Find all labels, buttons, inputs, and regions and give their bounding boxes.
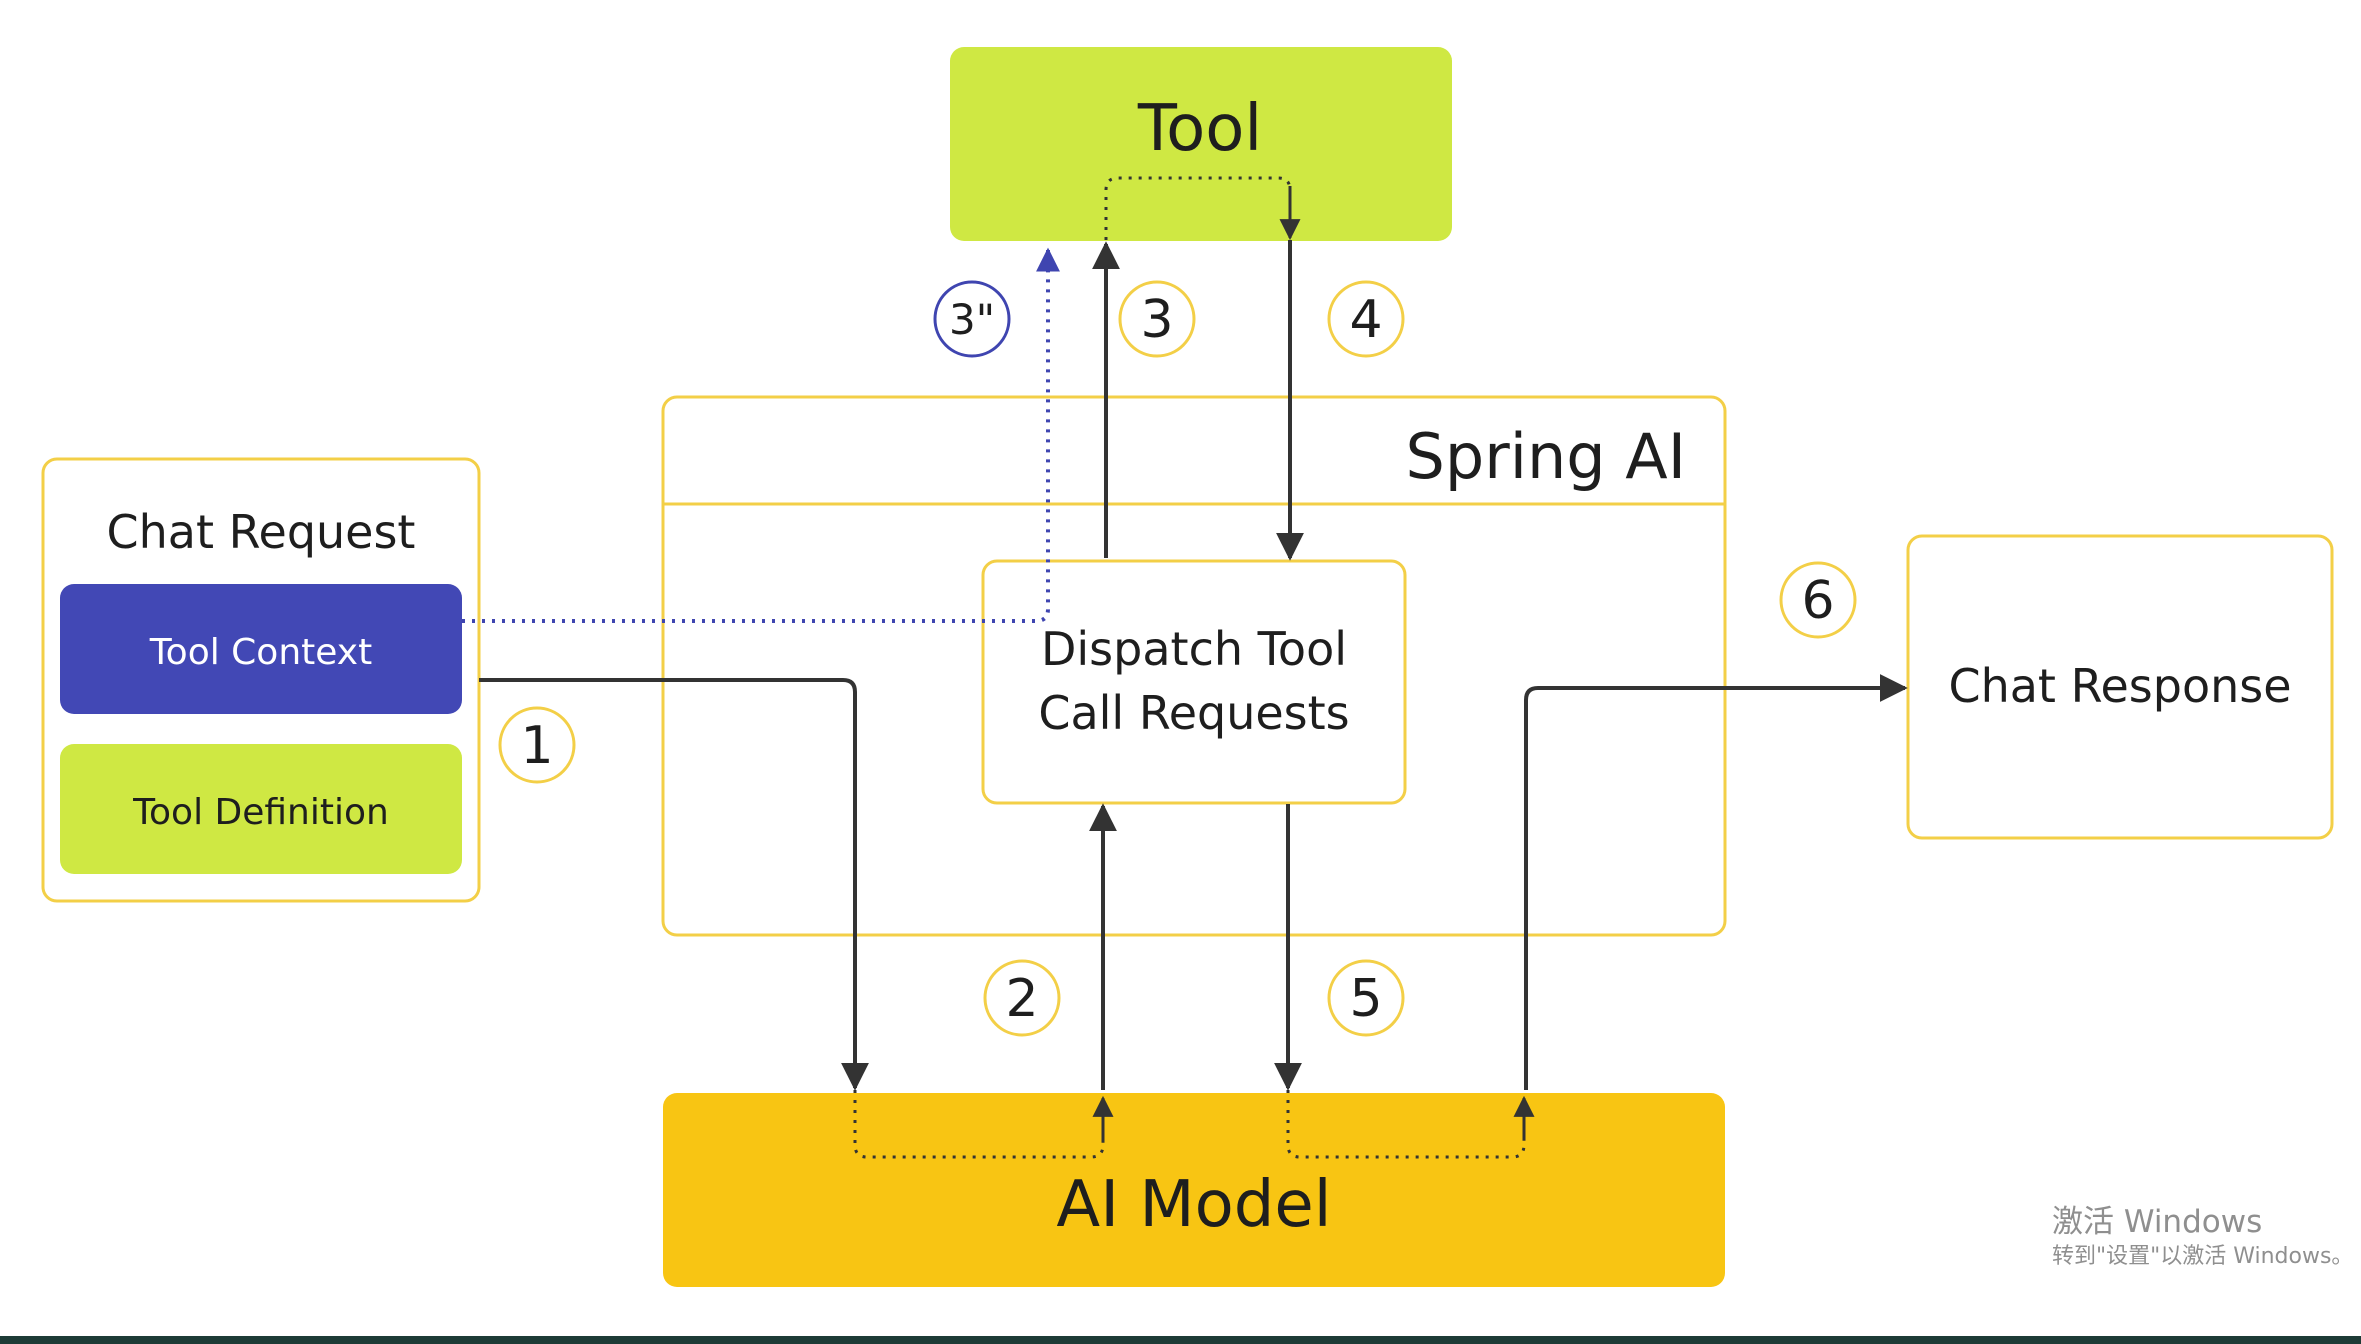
step-badge-5: 5 xyxy=(1327,959,1405,1037)
ai-model-label: AI Model xyxy=(1056,1168,1331,1242)
spring-ai-container xyxy=(661,395,1727,937)
watermark-activate-hint: 转到"设置"以激活 Windows。 xyxy=(2052,1244,2354,1269)
tool-definition-label: Tool Definition xyxy=(132,792,389,833)
tool-definition-box xyxy=(60,744,462,874)
ai-model-loop-left xyxy=(853,1090,1105,1159)
step-badge-2: 2 xyxy=(983,959,1061,1037)
svg-text:2: 2 xyxy=(1005,969,1038,1029)
watermark-activate-windows: 激活 Windows xyxy=(2052,1204,2263,1240)
tool-box xyxy=(950,47,1452,241)
step-badge-3b: 3" xyxy=(933,280,1011,358)
ai-model-box xyxy=(663,1093,1725,1287)
tool-context-box xyxy=(60,584,462,714)
step-badge-1: 1 xyxy=(498,706,576,784)
arrow-step-6 xyxy=(1524,674,1908,1090)
tool-context-label: Tool Context xyxy=(149,632,372,673)
dispatch-box xyxy=(981,559,1407,805)
chat-response-label: Chat Response xyxy=(1948,659,2291,713)
ai-model-loop-right xyxy=(1286,1090,1526,1159)
svg-text:4: 4 xyxy=(1349,290,1382,350)
svg-text:6: 6 xyxy=(1801,571,1834,631)
svg-text:3: 3 xyxy=(1140,290,1173,350)
chat-request-label: Chat Request xyxy=(107,505,416,559)
step-badge-6: 6 xyxy=(1779,561,1857,639)
svg-text:1: 1 xyxy=(520,716,553,776)
chat-response-box xyxy=(1906,534,2334,840)
bottom-bar xyxy=(0,1336,2361,1344)
dispatch-label-line2: Call Requests xyxy=(1038,686,1349,740)
spring-ai-label: Spring AI xyxy=(1406,420,1686,493)
arrow-step-1 xyxy=(479,678,869,1091)
dispatch-label-line1: Dispatch Tool xyxy=(1041,622,1347,676)
svg-text:3": 3" xyxy=(949,295,995,344)
tool-label: Tool xyxy=(1137,92,1262,166)
svg-text:5: 5 xyxy=(1349,969,1382,1029)
step-badge-4: 4 xyxy=(1327,280,1405,358)
step-badge-3: 3 xyxy=(1118,280,1196,358)
